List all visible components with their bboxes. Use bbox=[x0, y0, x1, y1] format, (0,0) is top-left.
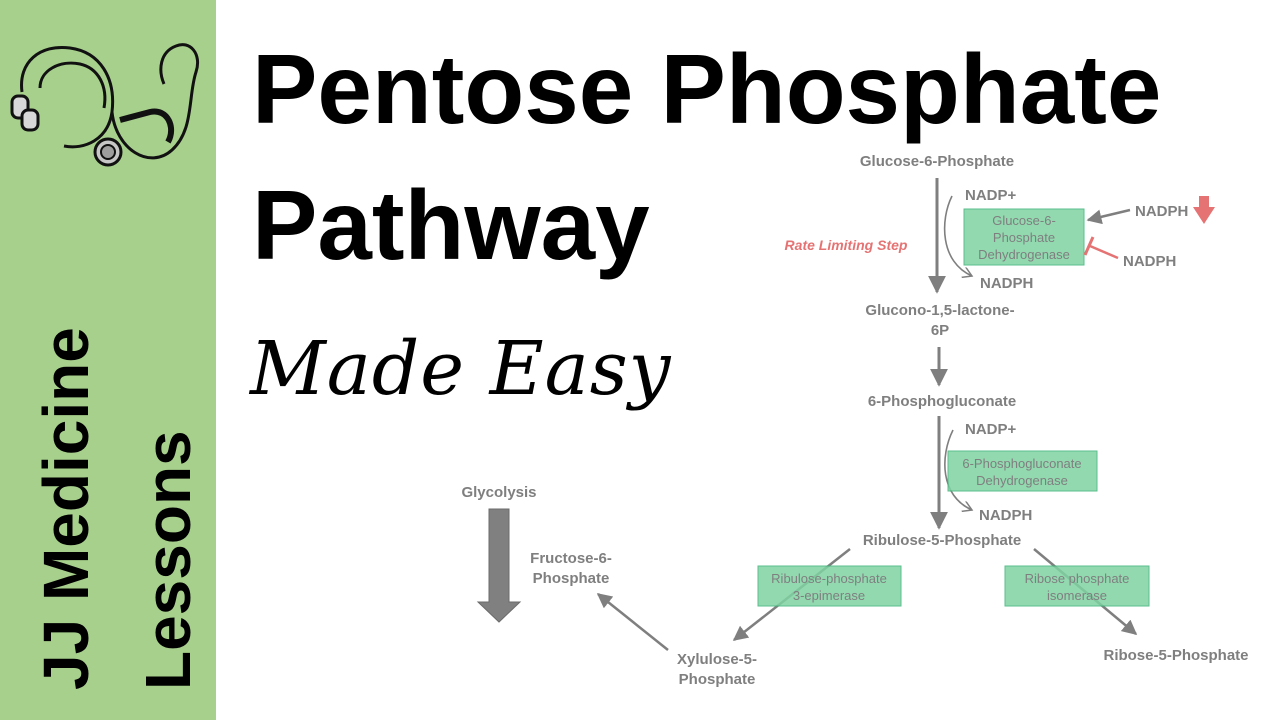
glycolysis-arrow bbox=[476, 508, 522, 623]
cofactor-nadph-out-1: NADPH bbox=[980, 275, 1033, 292]
node-glucono-lactone-line2: 6P bbox=[931, 322, 949, 339]
page-title-line1: Pentose Phosphate bbox=[252, 34, 1162, 144]
enzyme-g6pd-line1: Glucose-6- bbox=[992, 213, 1056, 228]
inhibition-line-nadph bbox=[1089, 244, 1119, 260]
node-6-phosphogluconate: 6-Phosphogluconate bbox=[868, 393, 1016, 410]
node-glucose-6-phosphate: Glucose-6-Phosphate bbox=[860, 153, 1014, 170]
enzyme-rpe-line1: Ribulose-phosphate bbox=[771, 571, 887, 586]
enzyme-box-g6pd bbox=[963, 208, 1085, 266]
arrow-xu5p-to-f6p bbox=[596, 593, 669, 651]
node-ribulose-5-phosphate: Ribulose-5-Phosphate bbox=[863, 532, 1021, 549]
page-subtitle: Made Easy bbox=[250, 326, 672, 412]
rate-limiting-step-label: Rate Limiting Step bbox=[785, 237, 908, 253]
cofactor-nadp-in-1: NADP+ bbox=[965, 187, 1017, 204]
node-fructose-6-phosphate-line2: Phosphate bbox=[533, 570, 610, 587]
enzyme-box-pgd bbox=[947, 450, 1098, 492]
stethoscope-icon bbox=[10, 43, 199, 167]
node-glucono-lactone-line1: Glucono-1,5-lactone- bbox=[865, 302, 1014, 319]
arrow-nadp-to-nadph-2 bbox=[944, 429, 972, 510]
enzyme-box-rpi bbox=[1004, 565, 1150, 607]
inhibition-bar-nadph bbox=[1083, 236, 1095, 256]
cofactor-nadph-inhibitor: NADPH bbox=[1123, 253, 1176, 270]
cofactor-nadp-in-2: NADP+ bbox=[965, 421, 1017, 438]
node-glycolysis: Glycolysis bbox=[461, 484, 536, 501]
brand-name-line2: Lessons bbox=[132, 430, 204, 690]
node-ribose-5-phosphate: Ribose-5-Phosphate bbox=[1103, 647, 1248, 664]
node-xylulose-5-phosphate-line1: Xylulose-5- bbox=[677, 651, 757, 668]
page-title-line2: Pathway bbox=[252, 170, 650, 280]
enzyme-rpi-line1: Ribose phosphate bbox=[1025, 571, 1130, 586]
cofactor-nadph-activator: NADPH bbox=[1135, 203, 1188, 220]
arrow-nadph-activator bbox=[1086, 208, 1131, 225]
enzyme-pgd-line1: 6-Phosphogluconate bbox=[962, 456, 1081, 471]
brand-logo-panel: JJ Medicine Lessons bbox=[10, 43, 204, 690]
nadph-decrease-arrow-icon bbox=[1193, 196, 1215, 224]
node-fructose-6-phosphate-line1: Fructose-6- bbox=[530, 550, 612, 567]
enzyme-g6pd-line3: Dehydrogenase bbox=[978, 247, 1070, 262]
enzyme-box-rpe bbox=[757, 565, 902, 607]
enzyme-g6pd-line2: Phosphate bbox=[993, 230, 1055, 245]
node-xylulose-5-phosphate-line2: Phosphate bbox=[679, 671, 756, 688]
arrow-nadp-to-nadph-1 bbox=[943, 195, 972, 276]
brand-name-line1: JJ Medicine bbox=[30, 327, 102, 690]
enzyme-rpi-line2: isomerase bbox=[1047, 588, 1107, 603]
enzyme-rpe-line2: 3-epimerase bbox=[793, 588, 865, 603]
enzyme-pgd-line2: Dehydrogenase bbox=[976, 473, 1068, 488]
cofactor-nadph-out-2: NADPH bbox=[979, 507, 1032, 524]
